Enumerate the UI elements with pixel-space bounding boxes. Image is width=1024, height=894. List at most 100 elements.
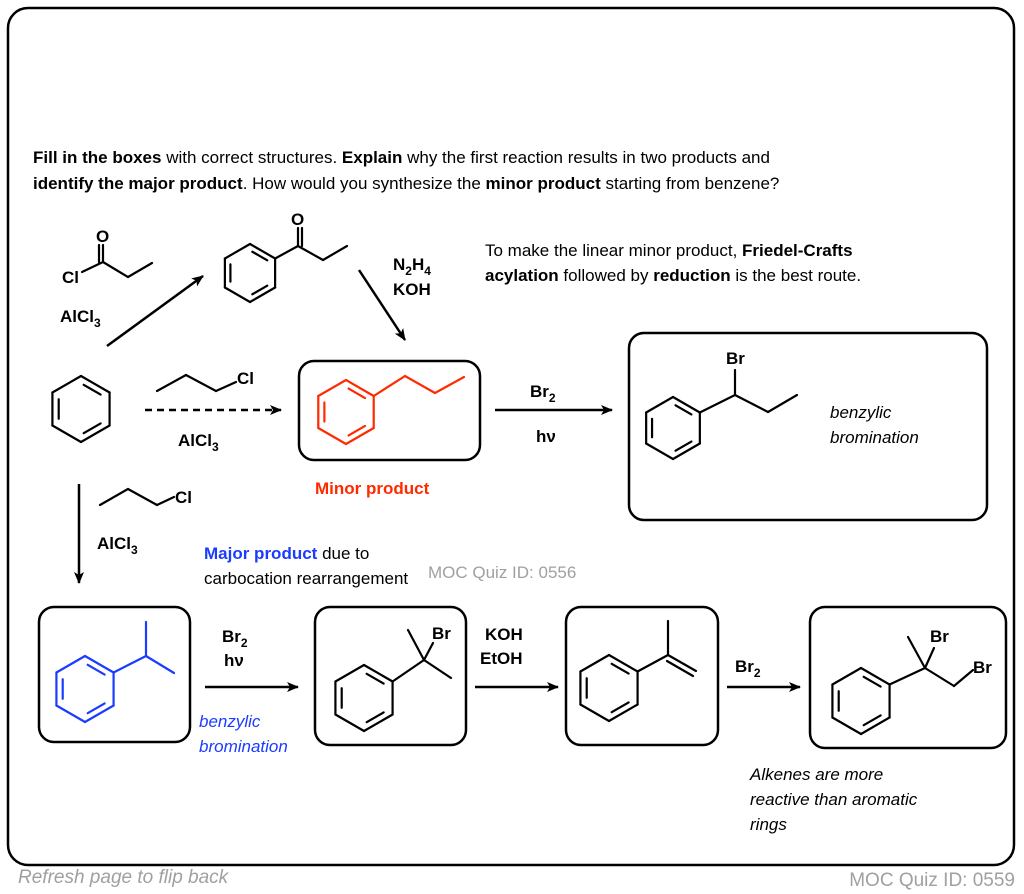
bond [101,260,130,279]
tertiary-br: Br [432,624,451,643]
benzene-ring-bond [859,666,891,686]
bond [274,244,300,260]
dibromide-br-1: Br [930,627,949,646]
acylation-arrow [106,274,204,348]
benzene-ring-bond [51,424,83,444]
benzene-ring-bond [79,424,111,444]
major-product-box [37,605,192,744]
benzene-ring-bond [317,378,348,398]
benzene-double-bond [674,404,693,416]
quiz-id: MOC Quiz ID: 0559 [849,870,1015,891]
benzene-double-bond [251,284,269,296]
benzylic-note-bottom-2: bromination [199,737,288,756]
reagent-br2-2: Br2 [222,627,248,650]
benzene-ring-bond [223,286,252,304]
bond [433,375,466,395]
bond [733,393,770,414]
reagent-koh-2: KOH [485,625,523,644]
benzene-double-bond [86,702,106,715]
benzene-double-bond [86,663,106,676]
propyl-chloride-cl-1: Cl [237,369,254,388]
benzene-double-bond [862,675,882,688]
bond [112,654,148,674]
dibromide-box [808,605,1008,750]
dibromide-br-2: Br [973,658,992,677]
reagent-alcl3-2: AlCl3 [178,431,219,454]
benzene-ring-bond [362,663,394,683]
benzene-double-bond [610,701,630,714]
reduction-arrow [357,269,407,341]
benzylic-note-bottom-1: benzylic [199,712,261,731]
route-note-line-2: acylation followed by reduction is the b… [485,266,861,285]
benzene-ring-bond [607,653,639,673]
benzylic-note-top-2: bromination [830,428,919,447]
bond [214,380,238,393]
bond [406,628,426,662]
benzene-ring-bond [344,378,375,398]
benzene-ring-bond [579,653,611,673]
bond [403,374,437,395]
benzene-ring-bond [223,242,252,260]
alkenes-note-2: reactive than aromatic [750,790,918,809]
benzene-ring-bond [83,654,115,674]
minor-product-label: Minor product [315,479,430,498]
bond [184,373,218,393]
bond [766,393,799,414]
benzene-double-bond [82,383,102,396]
acyl-chlorine: Cl [62,268,79,287]
bond [923,666,956,688]
benzene-ring-bond [334,663,366,683]
benzylic-bromide-box [627,331,989,522]
reagent-koh-1: KOH [393,280,431,299]
bond [923,646,936,670]
bond [144,654,176,675]
benzene-double-bond [82,422,102,435]
molecule-bonds [51,226,975,736]
major-note-line-1: Major product due to [204,544,369,563]
ketone-oxygen: O [291,210,304,229]
benzene-ring-bond [579,703,611,723]
major-note-line-2: carbocation rearrangement [204,569,408,588]
tertiary-bromide-box [313,605,468,747]
benzene-ring-bond [55,704,87,724]
bond [155,495,176,507]
bond [698,393,737,414]
bond [422,641,435,662]
bond [126,261,154,279]
bond [952,668,975,688]
benzene-ring-bond [607,703,639,723]
benzene-ring-bond [344,426,375,446]
bond [422,658,453,680]
benzene-ring-bond [55,654,87,674]
bond [126,487,159,507]
flip-back-hint[interactable]: Refresh page to flip back [18,867,230,888]
benzene-double-bond [674,440,693,452]
minor-product-box [297,359,482,462]
bond [98,487,130,507]
question-line-2: identify the major product. How would yo… [33,174,779,193]
benzene-ring-bond [831,716,863,736]
benzene-ring-bond [859,716,891,736]
benzene-ring-bond [248,242,277,260]
reagent-alcl3-3: AlCl3 [97,534,138,557]
alkenes-note-3: rings [750,815,787,834]
benzene-ring-bond [645,442,675,461]
benzene-ring-bond [248,286,277,304]
propyl-chloride-cl-2: Cl [175,488,192,507]
benzene-double-bond [862,714,882,727]
benzene-double-bond [347,387,367,400]
benzylic-br: Br [726,349,745,368]
inner-watermark: MOC Quiz ID: 0556 [428,563,576,582]
benzene-double-bond [347,424,367,437]
benzene-ring-bond [831,666,863,686]
bond [888,666,927,686]
reagent-n2h4: N2H4 [393,255,431,278]
benzene-ring-bond [362,713,394,733]
card-frame [6,6,1016,867]
benzene-double-bond [365,711,385,724]
question-line-1: Fill in the boxes with correct structure… [33,148,770,167]
bond [296,244,325,262]
reagent-hv-1: hν [536,427,556,446]
bond [666,653,698,673]
